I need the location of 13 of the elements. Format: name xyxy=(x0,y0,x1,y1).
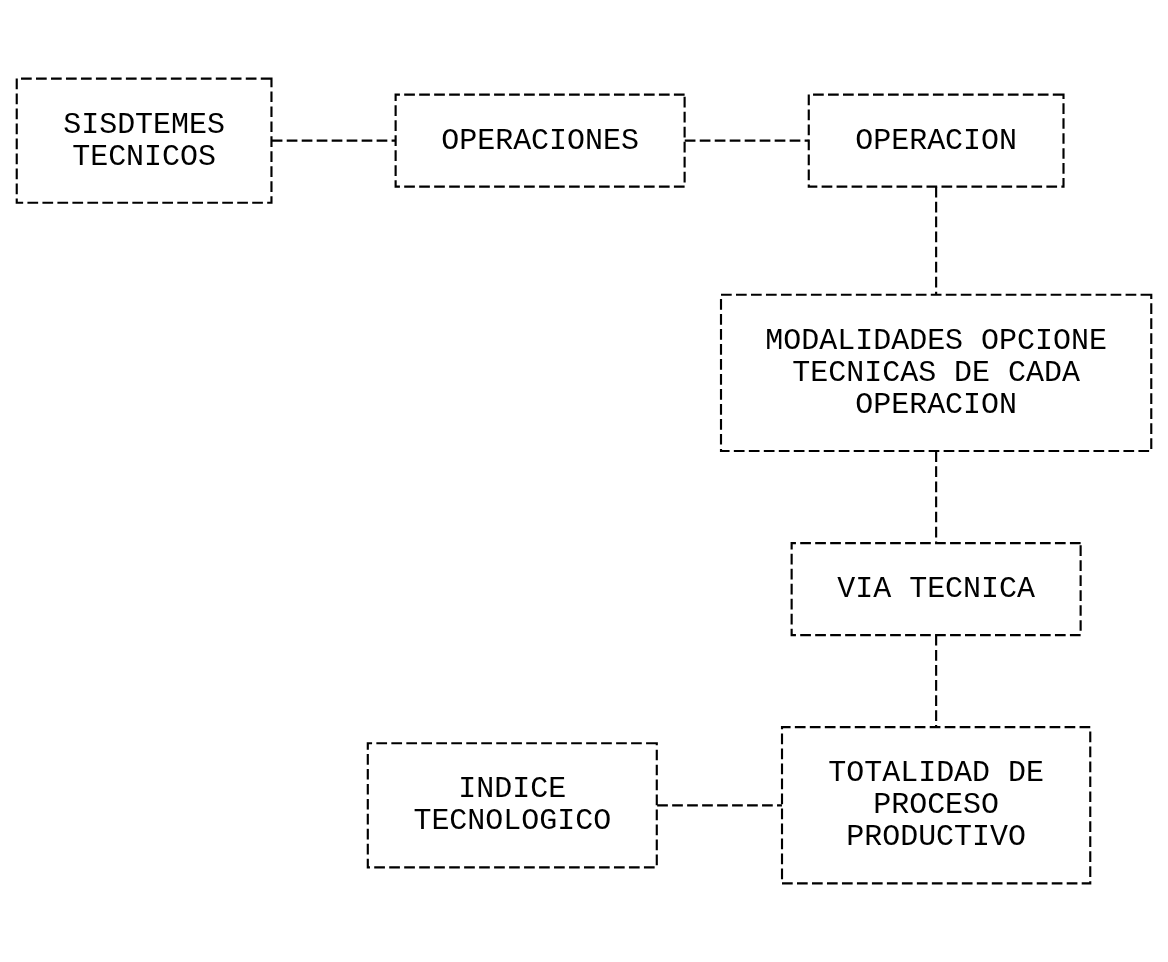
node-box: INDICE TECNOLOGICO xyxy=(366,742,658,869)
connector xyxy=(271,139,396,142)
connector xyxy=(657,804,782,807)
connector xyxy=(684,139,809,142)
connector xyxy=(935,451,938,543)
connector xyxy=(935,635,938,727)
node-box: OPERACION xyxy=(807,93,1065,188)
connector xyxy=(935,186,938,295)
node-box: SISDTEMES TECNICOS xyxy=(15,77,273,204)
node-box: VIA TECNICA xyxy=(790,542,1082,637)
node-box: TOTALIDAD DE PROCESO PRODUCTIVO xyxy=(780,726,1092,885)
node-box: OPERACIONES xyxy=(394,93,686,188)
node-box: MODALIDADES OPCIONE TECNICAS DE CADA OPERACION xyxy=(719,293,1153,453)
